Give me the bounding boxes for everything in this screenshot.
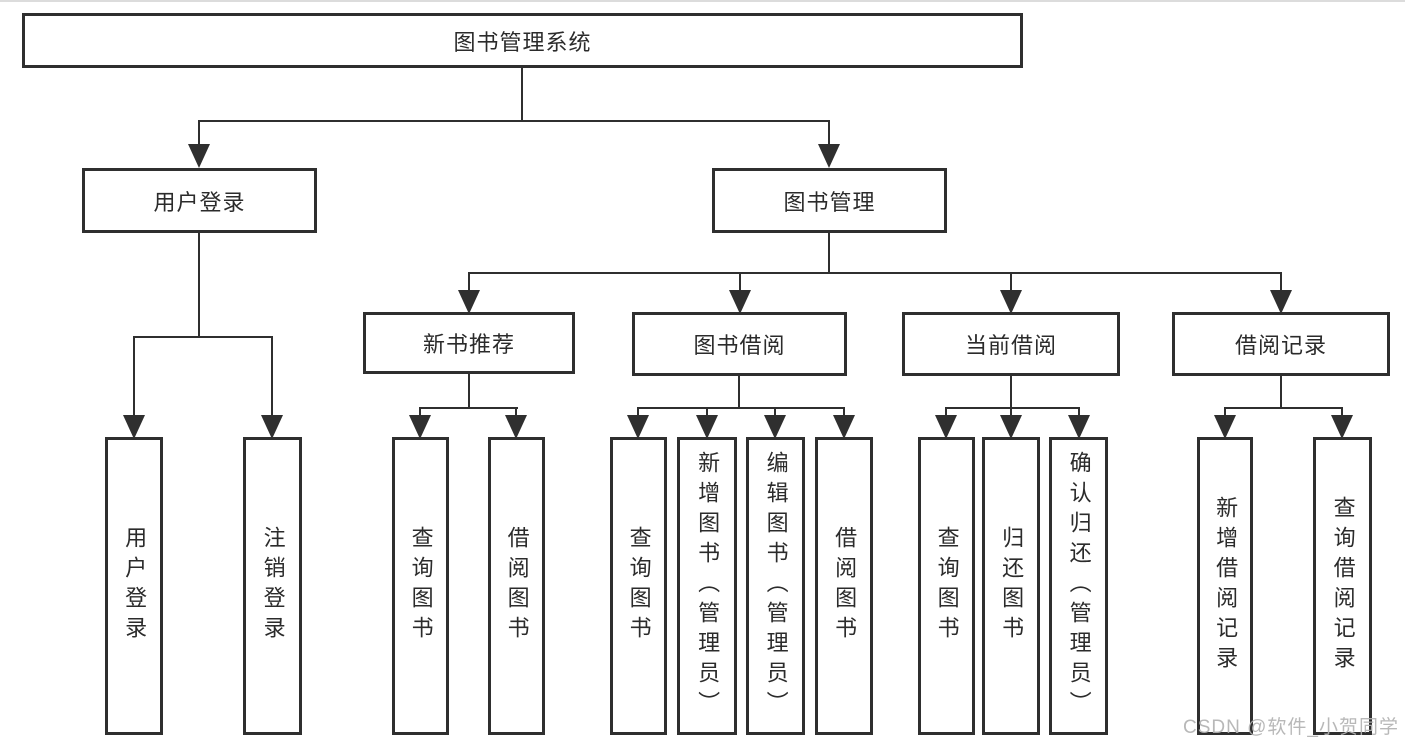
connector-line	[198, 120, 200, 150]
node-root-label: 图书管理系统	[453, 29, 592, 55]
leaf-query-books-borrow: 查询图书	[610, 437, 667, 735]
arrow-down-icon	[1331, 415, 1353, 439]
connector-line	[133, 336, 273, 338]
arrow-down-icon	[627, 415, 649, 439]
node-user-login: 用户登录	[82, 168, 317, 233]
leaf-query-books-recommend-label: 查询图书	[408, 526, 434, 646]
leaf-add-borrow-record: 新增借阅记录	[1197, 437, 1253, 735]
arrow-down-icon	[1270, 290, 1292, 314]
connector-line	[133, 336, 135, 422]
arrow-down-icon	[696, 415, 718, 439]
leaf-query-books-current: 查询图书	[918, 437, 975, 735]
leaf-return-book: 归还图书	[982, 437, 1040, 735]
node-borrow-records: 借阅记录	[1172, 312, 1390, 376]
connector-line	[945, 407, 1080, 409]
node-current-borrow-label: 当前借阅	[964, 333, 1057, 358]
leaf-query-books-borrow-label: 查询图书	[626, 526, 652, 646]
arrow-down-icon	[409, 415, 431, 439]
node-book-management-label: 图书管理	[783, 189, 876, 215]
node-book-borrow: 图书借阅	[632, 312, 847, 376]
node-borrow-records-label: 借阅记录	[1234, 333, 1327, 358]
connector-line	[419, 407, 518, 409]
leaf-return-book-label: 归还图书	[999, 526, 1025, 646]
connector-line	[468, 272, 1282, 274]
node-user-login-label: 用户登录	[153, 189, 246, 215]
leaf-borrow-books-recommend-label: 借阅图书	[504, 526, 530, 646]
leaf-edit-book-admin: 编辑图书（管理员）	[746, 437, 805, 735]
arrow-down-icon	[261, 415, 283, 439]
arrow-down-icon	[505, 415, 527, 439]
leaf-add-borrow-record-label: 新增借阅记录	[1213, 496, 1239, 676]
connector-line	[198, 120, 830, 122]
leaf-edit-book-admin-label: 编辑图书（管理员）	[763, 451, 789, 721]
leaf-query-books-recommend: 查询图书	[392, 437, 449, 735]
arrow-down-icon	[458, 290, 480, 314]
connector-line	[521, 68, 523, 122]
arrow-down-icon	[188, 144, 210, 168]
connector-line	[1280, 272, 1282, 296]
node-book-management: 图书管理	[712, 168, 947, 233]
connector-line	[739, 272, 741, 296]
connector-line	[1010, 272, 1012, 296]
leaf-query-borrow-record: 查询借阅记录	[1313, 437, 1372, 735]
arrow-down-icon	[764, 415, 786, 439]
leaf-borrow-books-recommend: 借阅图书	[488, 437, 545, 735]
arrow-down-icon	[818, 144, 840, 168]
leaf-add-book-admin: 新增图书（管理员）	[677, 437, 737, 735]
leaf-borrow-books-borrow: 借阅图书	[815, 437, 873, 735]
leaf-logout: 注销登录	[243, 437, 302, 735]
arrow-down-icon	[123, 415, 145, 439]
arrow-down-icon	[1000, 290, 1022, 314]
arrow-down-icon	[935, 415, 957, 439]
arrow-down-icon	[1000, 415, 1022, 439]
leaf-user-login: 用户登录	[105, 437, 163, 735]
top-divider	[0, 0, 1405, 2]
connector-line	[738, 374, 740, 409]
connector-line	[468, 372, 470, 409]
connector-line	[1224, 407, 1343, 409]
node-new-book-recommend: 新书推荐	[363, 312, 575, 374]
leaf-logout-label: 注销登录	[260, 526, 286, 646]
node-root: 图书管理系统	[22, 13, 1023, 68]
connector-line	[828, 120, 830, 150]
leaf-query-borrow-record-label: 查询借阅记录	[1330, 496, 1356, 676]
connector-line	[1280, 374, 1282, 409]
arrow-down-icon	[1214, 415, 1236, 439]
node-book-borrow-label: 图书借阅	[693, 333, 786, 358]
leaf-user-login-label: 用户登录	[122, 526, 148, 646]
arrow-down-icon	[833, 415, 855, 439]
node-new-book-recommend-label: 新书推荐	[422, 332, 515, 357]
leaf-query-books-current-label: 查询图书	[934, 526, 960, 646]
leaf-borrow-books-borrow-label: 借阅图书	[832, 526, 858, 646]
arrow-down-icon	[729, 290, 751, 314]
connector-line	[468, 272, 470, 296]
connector-line	[637, 407, 845, 409]
arrow-down-icon	[1068, 415, 1090, 439]
leaf-confirm-return-admin: 确认归还（管理员）	[1049, 437, 1108, 735]
connector-line	[828, 231, 830, 274]
leaf-add-book-admin-label: 新增图书（管理员）	[695, 451, 721, 721]
watermark: CSDN @软件_小贺同学	[1183, 717, 1399, 738]
node-current-borrow: 当前借阅	[902, 312, 1120, 376]
leaf-confirm-return-admin-label: 确认归还（管理员）	[1066, 451, 1092, 721]
connector-line	[271, 336, 273, 422]
connector-line	[1010, 374, 1012, 409]
connector-line	[198, 231, 200, 338]
